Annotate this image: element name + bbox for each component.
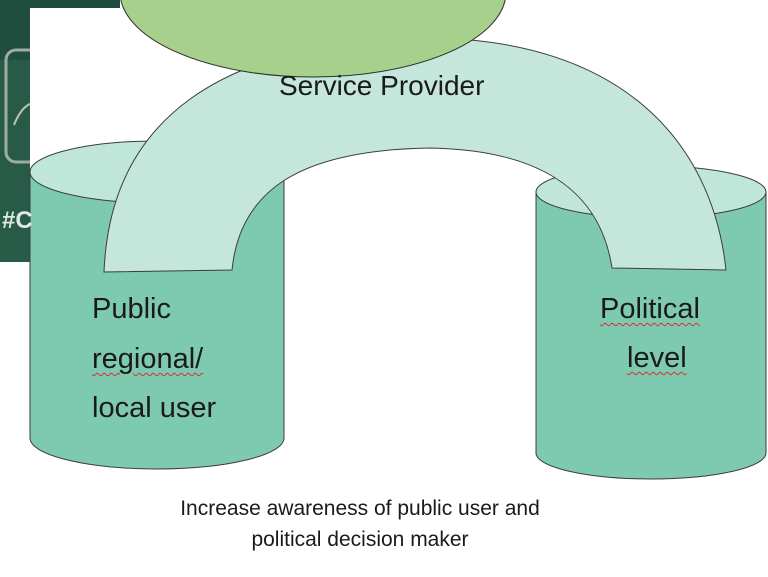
background-partial-text: #C — [2, 207, 33, 234]
arch-bridge — [103, 37, 727, 273]
caption-line2: political decision maker — [251, 528, 469, 551]
left-label-line3: local user — [92, 392, 217, 424]
right-label-line1: Political — [600, 292, 700, 327]
left-label-line2-text: regional/ — [92, 343, 204, 375]
left-label-line2: regional/ — [92, 342, 203, 377]
caption-line1: Increase awareness of public user and — [180, 497, 540, 520]
right-label-line2: level — [627, 341, 687, 376]
top-ellipse — [120, 0, 506, 78]
caption: Increase awareness of public user and po… — [110, 493, 610, 555]
service-provider-label: Service Provider — [279, 70, 485, 101]
right-label-line2-text: level — [627, 342, 687, 374]
right-label-line1-text: Political — [600, 293, 700, 325]
left-label-line1: Public — [92, 293, 171, 325]
